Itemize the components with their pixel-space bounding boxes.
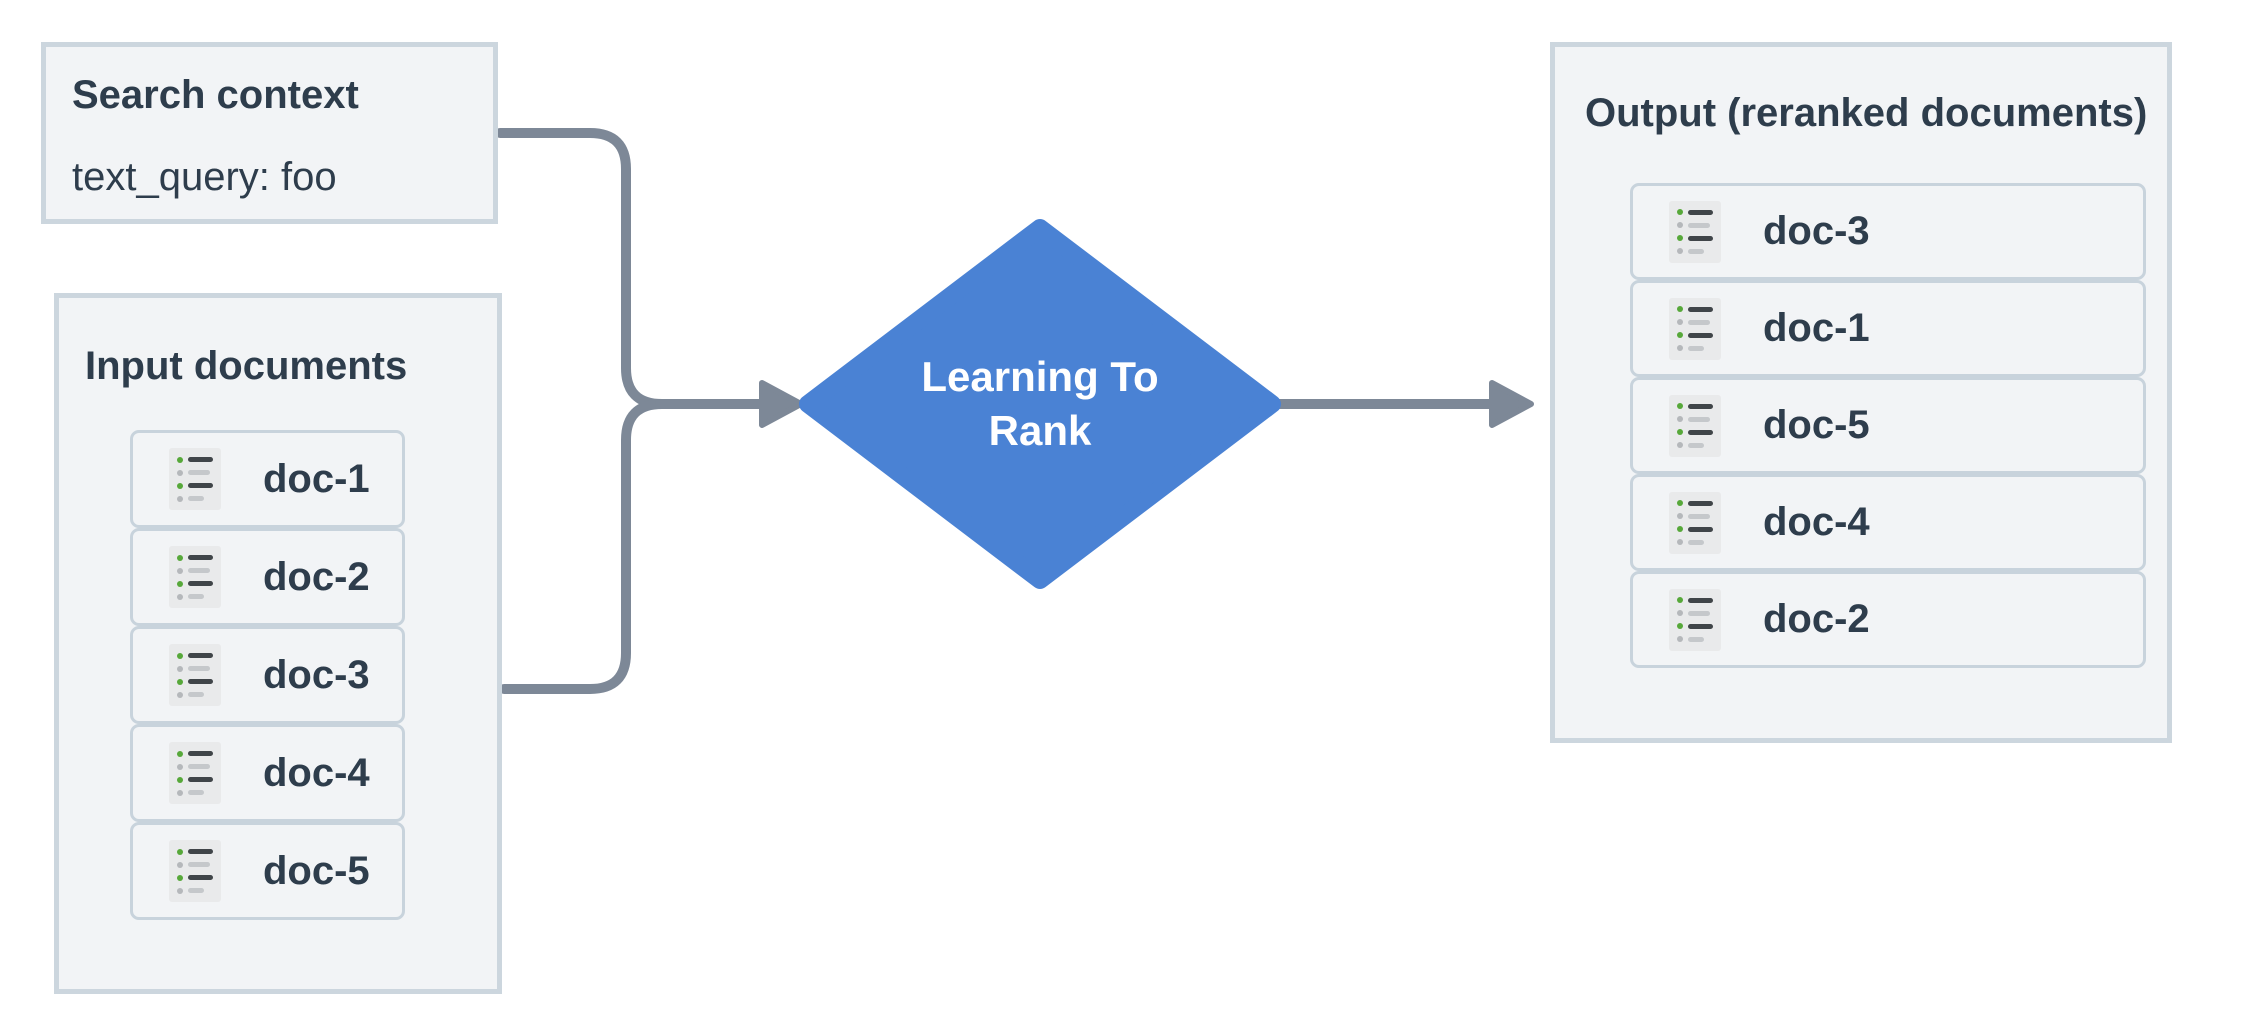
arrowhead-into-ltr-icon [759, 380, 804, 428]
input-documents-list: doc-1 doc-2 doc-3 [130, 430, 405, 920]
doc-card: doc-5 [130, 822, 405, 920]
ltr-node-label: Learning To Rank [921, 353, 1159, 454]
document-list-icon [169, 546, 221, 608]
document-list-icon [1669, 297, 1721, 360]
search-context-query: text_query: foo [72, 155, 337, 199]
document-list-icon [169, 742, 221, 804]
doc-label: doc-3 [1763, 209, 1870, 253]
doc-label: doc-2 [1763, 597, 1870, 641]
doc-card: doc-1 [130, 430, 405, 528]
doc-label: doc-1 [1763, 306, 1870, 350]
connector-docs-to-merge [499, 399, 667, 694]
document-list-icon [169, 644, 221, 706]
document-list-icon [1669, 394, 1721, 457]
doc-label: doc-1 [263, 456, 370, 501]
arrowhead-ltr-to-output-icon [1489, 380, 1534, 428]
doc-label: doc-5 [263, 848, 370, 893]
doc-label: doc-5 [1763, 403, 1870, 447]
search-context-panel: Search context text_query: foo [41, 42, 498, 224]
doc-card: doc-3 [1630, 183, 2146, 280]
ltr-diamond-shape [799, 219, 1281, 589]
output-documents-list: doc-3 doc-1 doc-5 [1630, 183, 2146, 668]
document-list-icon [169, 448, 221, 510]
doc-card: doc-3 [130, 626, 405, 724]
doc-card: doc-4 [130, 724, 405, 822]
doc-label: doc-2 [263, 554, 370, 599]
search-context-title: Search context [72, 73, 359, 117]
doc-card: doc-1 [1630, 280, 2146, 377]
document-list-icon [169, 840, 221, 902]
doc-label: doc-4 [263, 750, 370, 795]
doc-label: doc-3 [263, 652, 370, 697]
doc-card: doc-4 [1630, 474, 2146, 571]
connector-search-to-merge [495, 128, 667, 409]
document-list-icon [1669, 588, 1721, 651]
input-documents-title: Input documents [85, 344, 408, 388]
output-title: Output (reranked documents) [1585, 91, 2148, 135]
document-list-icon [1669, 491, 1721, 554]
doc-card: doc-5 [1630, 377, 2146, 474]
doc-label: doc-4 [1763, 500, 1870, 544]
doc-card: doc-2 [130, 528, 405, 626]
doc-card: doc-2 [1630, 571, 2146, 668]
document-list-icon [1669, 200, 1721, 263]
